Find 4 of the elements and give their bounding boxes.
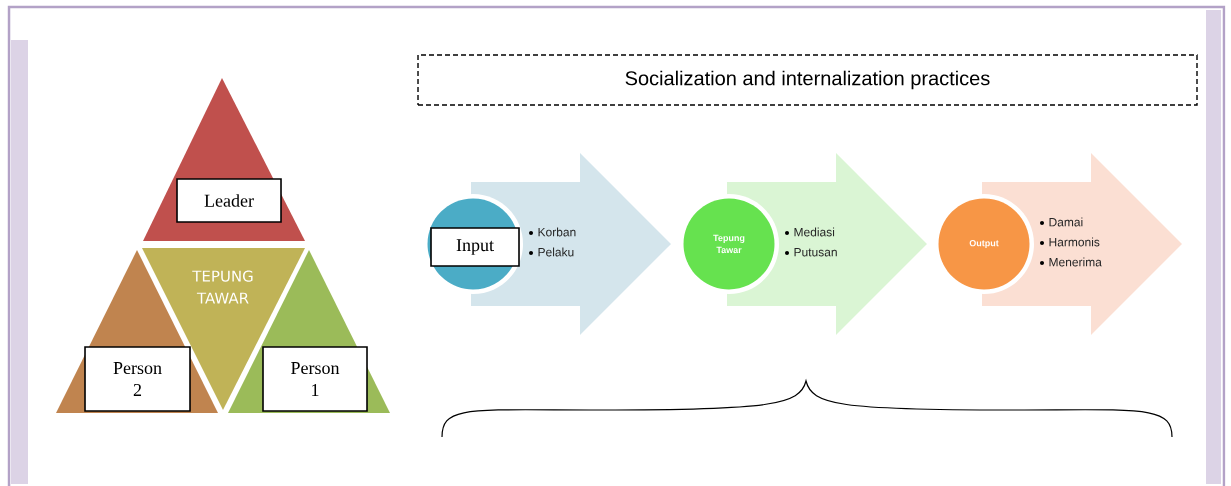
- label-box: Person 2: [84, 346, 191, 412]
- label-box: Person 1: [262, 346, 368, 412]
- title-box: Socialization and internalization practices: [417, 54, 1198, 106]
- label-box: Leader: [176, 178, 282, 223]
